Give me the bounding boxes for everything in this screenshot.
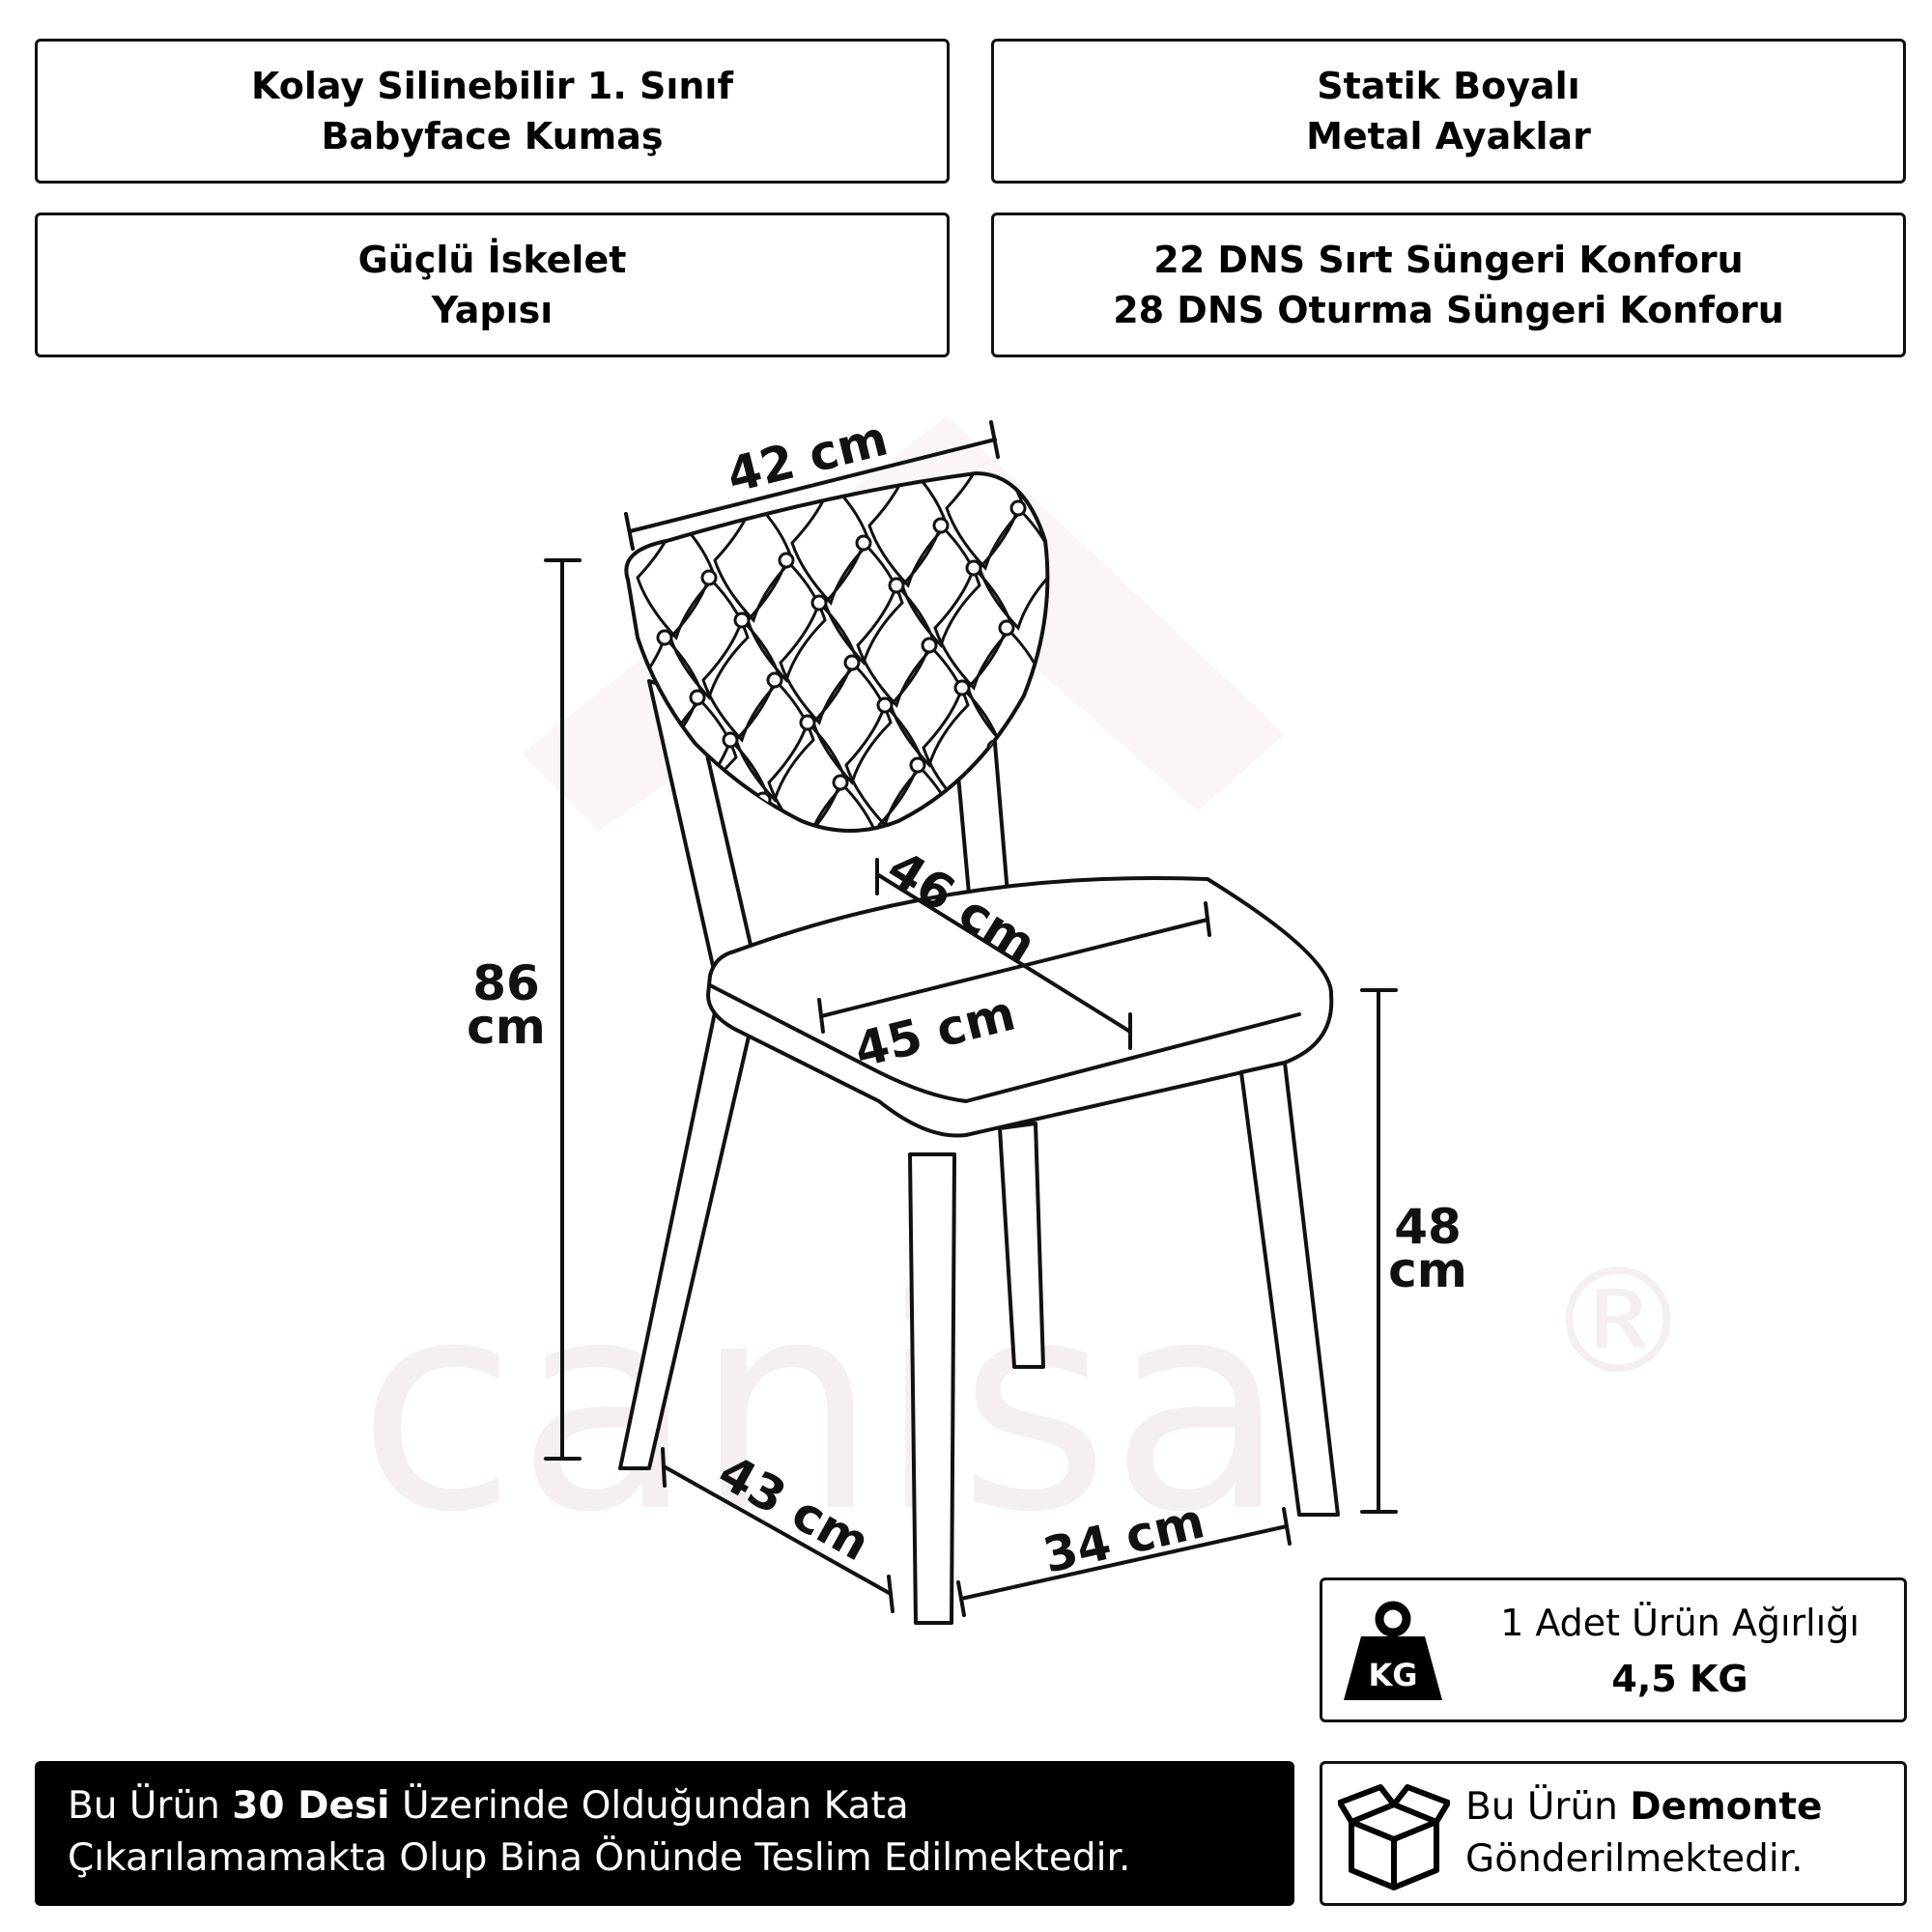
weight-title: 1 Adet Ürün Ağırlığı — [1500, 1602, 1860, 1644]
quilt-diamond — [779, 600, 860, 725]
kg-icon-label: KG — [1368, 1657, 1417, 1693]
feature-box-legs: Statik Boyalı Metal Ayaklar — [991, 39, 1906, 184]
demonte-text: Bu Ürün Demonte Gönderilmektedir. — [1465, 1781, 1822, 1886]
dim-total-height — [544, 558, 582, 1461]
notice-suffix: Üzerinde Olduğundan Kata — [389, 1784, 909, 1828]
feature-line: Metal Ayaklar — [1306, 115, 1591, 157]
front-leg-right — [908, 1152, 956, 1625]
quilt-button — [953, 679, 971, 696]
dim-leg-width — [956, 1507, 1292, 1617]
notice-prefix: Bu Ürün — [68, 1784, 233, 1828]
quilt-diamond — [701, 617, 782, 743]
quilt-diamond — [978, 505, 1048, 631]
notice-highlight: 30 Desi — [232, 1784, 390, 1828]
seat-cushion — [706, 875, 1334, 1138]
quilt-diamond — [844, 702, 925, 828]
feature-line: Güçlü İskelet — [357, 239, 627, 281]
rear-leg-left — [1239, 1061, 1340, 1517]
label-seat-height-unit: cm — [1388, 1242, 1467, 1298]
quilt-diamond — [856, 582, 937, 708]
quilt-diamond — [933, 565, 1014, 691]
dim-seat-depth — [875, 858, 1132, 1050]
feature-box-foam: 22 DNS Sırt Süngeri Konforu 28 DNS Oturm… — [991, 213, 1906, 357]
watermark-mark: ® — [1546, 1238, 1690, 1406]
demonte-box: Bu Ürün Demonte Gönderilmektedir. — [1320, 1761, 1907, 1906]
rear-leg-right — [998, 1122, 1045, 1369]
demonte-highlight: Demonte — [1630, 1785, 1823, 1829]
quilt-diamond — [713, 497, 794, 623]
quilt-button — [722, 731, 739, 749]
dim-leg-depth — [661, 1447, 895, 1613]
quilt-button — [888, 577, 905, 594]
label-total-height-value: 86 — [472, 955, 540, 1011]
quilt-button — [998, 619, 1015, 637]
feature-box-frame: Güçlü İskelet Yapısı — [35, 213, 950, 357]
quilt-button — [932, 517, 950, 534]
quilt-button — [843, 654, 861, 671]
demonte-line-2: Gönderilmektedir. — [1465, 1837, 1804, 1881]
quilt-button — [921, 637, 938, 654]
quilt-button — [832, 774, 849, 791]
quilt-diamond — [790, 480, 871, 606]
quilt-button — [778, 552, 795, 569]
quilt-diamond — [945, 473, 1026, 571]
feature-line: Statik Boyalı — [1317, 65, 1580, 107]
quilt-button — [1009, 499, 1027, 517]
weight-box: KG 1 Adet Ürün Ağırlığı 4,5 KG — [1320, 1577, 1907, 1722]
dim-back-width — [624, 420, 1000, 551]
quilt-button — [689, 689, 706, 706]
weight-value: 4,5 KG — [1611, 1658, 1748, 1700]
quilt-button — [656, 629, 673, 646]
label-seat-height-value: 48 — [1394, 1199, 1462, 1255]
quilt-button — [810, 594, 828, 611]
quilt-diamond — [800, 780, 881, 831]
quilt-button — [700, 569, 718, 586]
quilt-diamond — [767, 720, 848, 831]
quilt-button — [733, 611, 751, 629]
quilt-button — [855, 534, 872, 552]
quilt-button — [799, 714, 816, 731]
quilt-diamond — [867, 473, 949, 588]
feature-line: 28 DNS Oturma Süngeri Konforu — [1113, 289, 1784, 331]
quilt-diamond — [636, 515, 717, 640]
demonte-prefix: Bu Ürün — [1465, 1785, 1631, 1829]
quilt-button — [909, 756, 926, 774]
notice-line-1: Bu Ürün 30 Desi Üzerinde Olduğundan Kata — [68, 1780, 1262, 1833]
seat-edge — [708, 983, 1301, 1103]
quilt-button — [876, 696, 894, 714]
weight-kg-icon: KG — [1344, 1601, 1442, 1700]
feature-line: 22 DNS Sırt Süngeri Konforu — [1153, 239, 1744, 281]
box-icon — [1338, 1784, 1450, 1890]
quilt-button — [766, 671, 783, 689]
feature-box-fabric: Kolay Silinebilir 1. Sınıf Babyface Kuma… — [35, 39, 950, 184]
feature-line: Babyface Kumaş — [321, 115, 664, 157]
notice-line-2: Çıkarılamamakta Olup Bina Önünde Teslim … — [68, 1836, 1131, 1880]
label-total-height-unit: cm — [467, 999, 546, 1055]
watermark-brand: canisa — [357, 1238, 1287, 1576]
demonte-line-1: Bu Ürün Demonte — [1465, 1781, 1822, 1833]
quilt-button — [965, 559, 982, 577]
feature-line: Kolay Silinebilir 1. Sınıf — [250, 65, 733, 107]
dim-seat-height — [1360, 988, 1398, 1514]
delivery-notice: Bu Ürün 30 Desi Üzerinde Olduğundan Kata… — [35, 1761, 1294, 1906]
feature-line: Yapısı — [431, 289, 554, 331]
dim-seat-width — [817, 901, 1211, 1034]
